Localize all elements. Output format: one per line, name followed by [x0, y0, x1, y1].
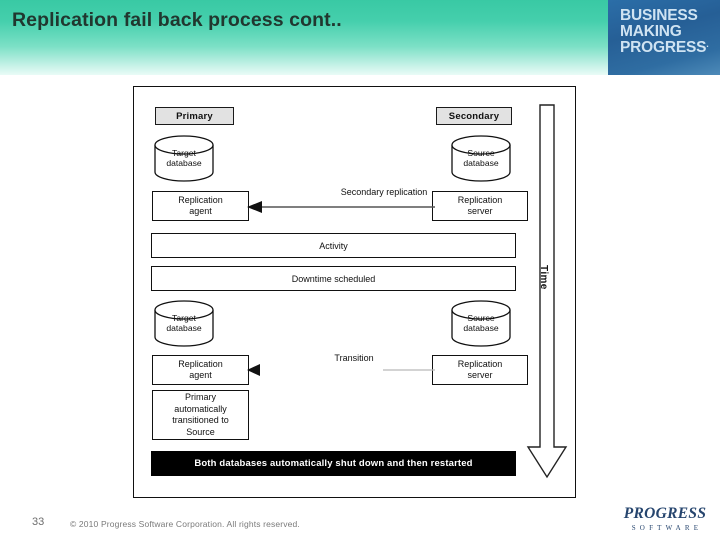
- db-label-line-1: Target: [172, 148, 196, 158]
- progress-software-logo: PROGRESS SOFTWARE: [617, 506, 713, 532]
- database-label-primary-top: Target database: [153, 148, 215, 168]
- database-label-secondary-top: Source database: [450, 148, 512, 168]
- server-label-line-2: server: [467, 206, 493, 216]
- database-cylinder-secondary-bottom: Source database: [450, 300, 512, 347]
- db-label-line-1: Target: [172, 313, 196, 323]
- db-label-line-2: database: [463, 158, 499, 168]
- database-label-secondary-bottom: Source database: [450, 313, 512, 333]
- progress-wordmark: PROGRESS: [623, 505, 707, 522]
- server-label-line-2: server: [467, 370, 493, 380]
- note-line-2: automatically: [174, 403, 227, 414]
- agent-label-line-1: Replication: [178, 358, 223, 369]
- column-header-secondary: Secondary: [436, 107, 512, 125]
- business-making-progress-logo: BUSINESS MAKING PROGRESS.: [608, 0, 720, 75]
- database-cylinder-secondary-top: Source database: [450, 135, 512, 182]
- replication-diagram: Primary Secondary Target database Source…: [133, 86, 576, 498]
- label-transition: Transition: [334, 353, 374, 363]
- page-title: Replication fail back process cont..: [12, 9, 342, 31]
- software-subtitle: SOFTWARE: [631, 523, 703, 532]
- box-primary-transition-note: Primary automatically transitioned to So…: [152, 390, 249, 440]
- logo-text-lines: BUSINESS MAKING PROGRESS.: [620, 8, 709, 55]
- logo-trademark-mark: .: [706, 38, 709, 49]
- db-label-line-2: database: [166, 158, 202, 168]
- agent-label-line-2: agent: [189, 206, 212, 216]
- agent-label-line-1: Replication: [178, 194, 223, 205]
- box-replication-agent-bottom: Replication agent: [152, 355, 249, 385]
- arrow-secondary-replication-icon: [247, 201, 435, 213]
- box-replication-server-top: Replication server: [432, 191, 528, 221]
- agent-label-line-2: agent: [189, 370, 212, 380]
- copyright-notice: © 2010 Progress Software Corporation. Al…: [70, 519, 300, 529]
- bar-downtime-scheduled: Downtime scheduled: [151, 266, 516, 291]
- label-secondary-replication: Secondary replication: [340, 187, 428, 197]
- db-label-line-2: database: [166, 323, 202, 333]
- logo-line-3: PROGRESS.: [620, 38, 709, 56]
- box-replication-server-bottom: Replication server: [432, 355, 528, 385]
- database-label-primary-bottom: Target database: [153, 313, 215, 333]
- db-label-line-2: database: [463, 323, 499, 333]
- time-axis-label: Time: [538, 265, 549, 290]
- note-line-3: transitioned to: [172, 415, 229, 425]
- logo-line-1: BUSINESS: [620, 7, 698, 24]
- time-axis-arrow-icon: [526, 104, 568, 479]
- slide-number: 33: [32, 516, 45, 528]
- cylinder-shape-icon: [154, 300, 214, 347]
- header-banner: Replication fail back process cont..: [0, 0, 720, 75]
- box-replication-agent-top: Replication agent: [152, 191, 249, 221]
- logo-line-2: MAKING: [620, 22, 682, 40]
- column-header-primary: Primary: [155, 107, 234, 125]
- db-label-line-1: Source: [467, 313, 495, 323]
- banner-shutdown-restart: Both databases automatically shut down a…: [151, 451, 516, 476]
- server-label-line-1: Replication: [457, 358, 503, 369]
- logo-line-3-text: PROGRESS: [620, 38, 707, 56]
- database-cylinder-primary-bottom: Target database: [153, 300, 215, 347]
- note-line-4: Source: [186, 426, 215, 437]
- db-label-line-1: Source: [467, 148, 495, 158]
- cylinder-shape-icon: [154, 135, 214, 182]
- server-label-line-1: Replication: [457, 194, 503, 205]
- bar-activity: Activity: [151, 233, 516, 258]
- cylinder-shape-icon: [451, 300, 511, 347]
- database-cylinder-primary-top: Target database: [153, 135, 215, 182]
- arrow-transition-icon: [247, 364, 435, 376]
- note-line-1: Primary: [184, 392, 216, 402]
- cylinder-shape-icon: [451, 135, 511, 182]
